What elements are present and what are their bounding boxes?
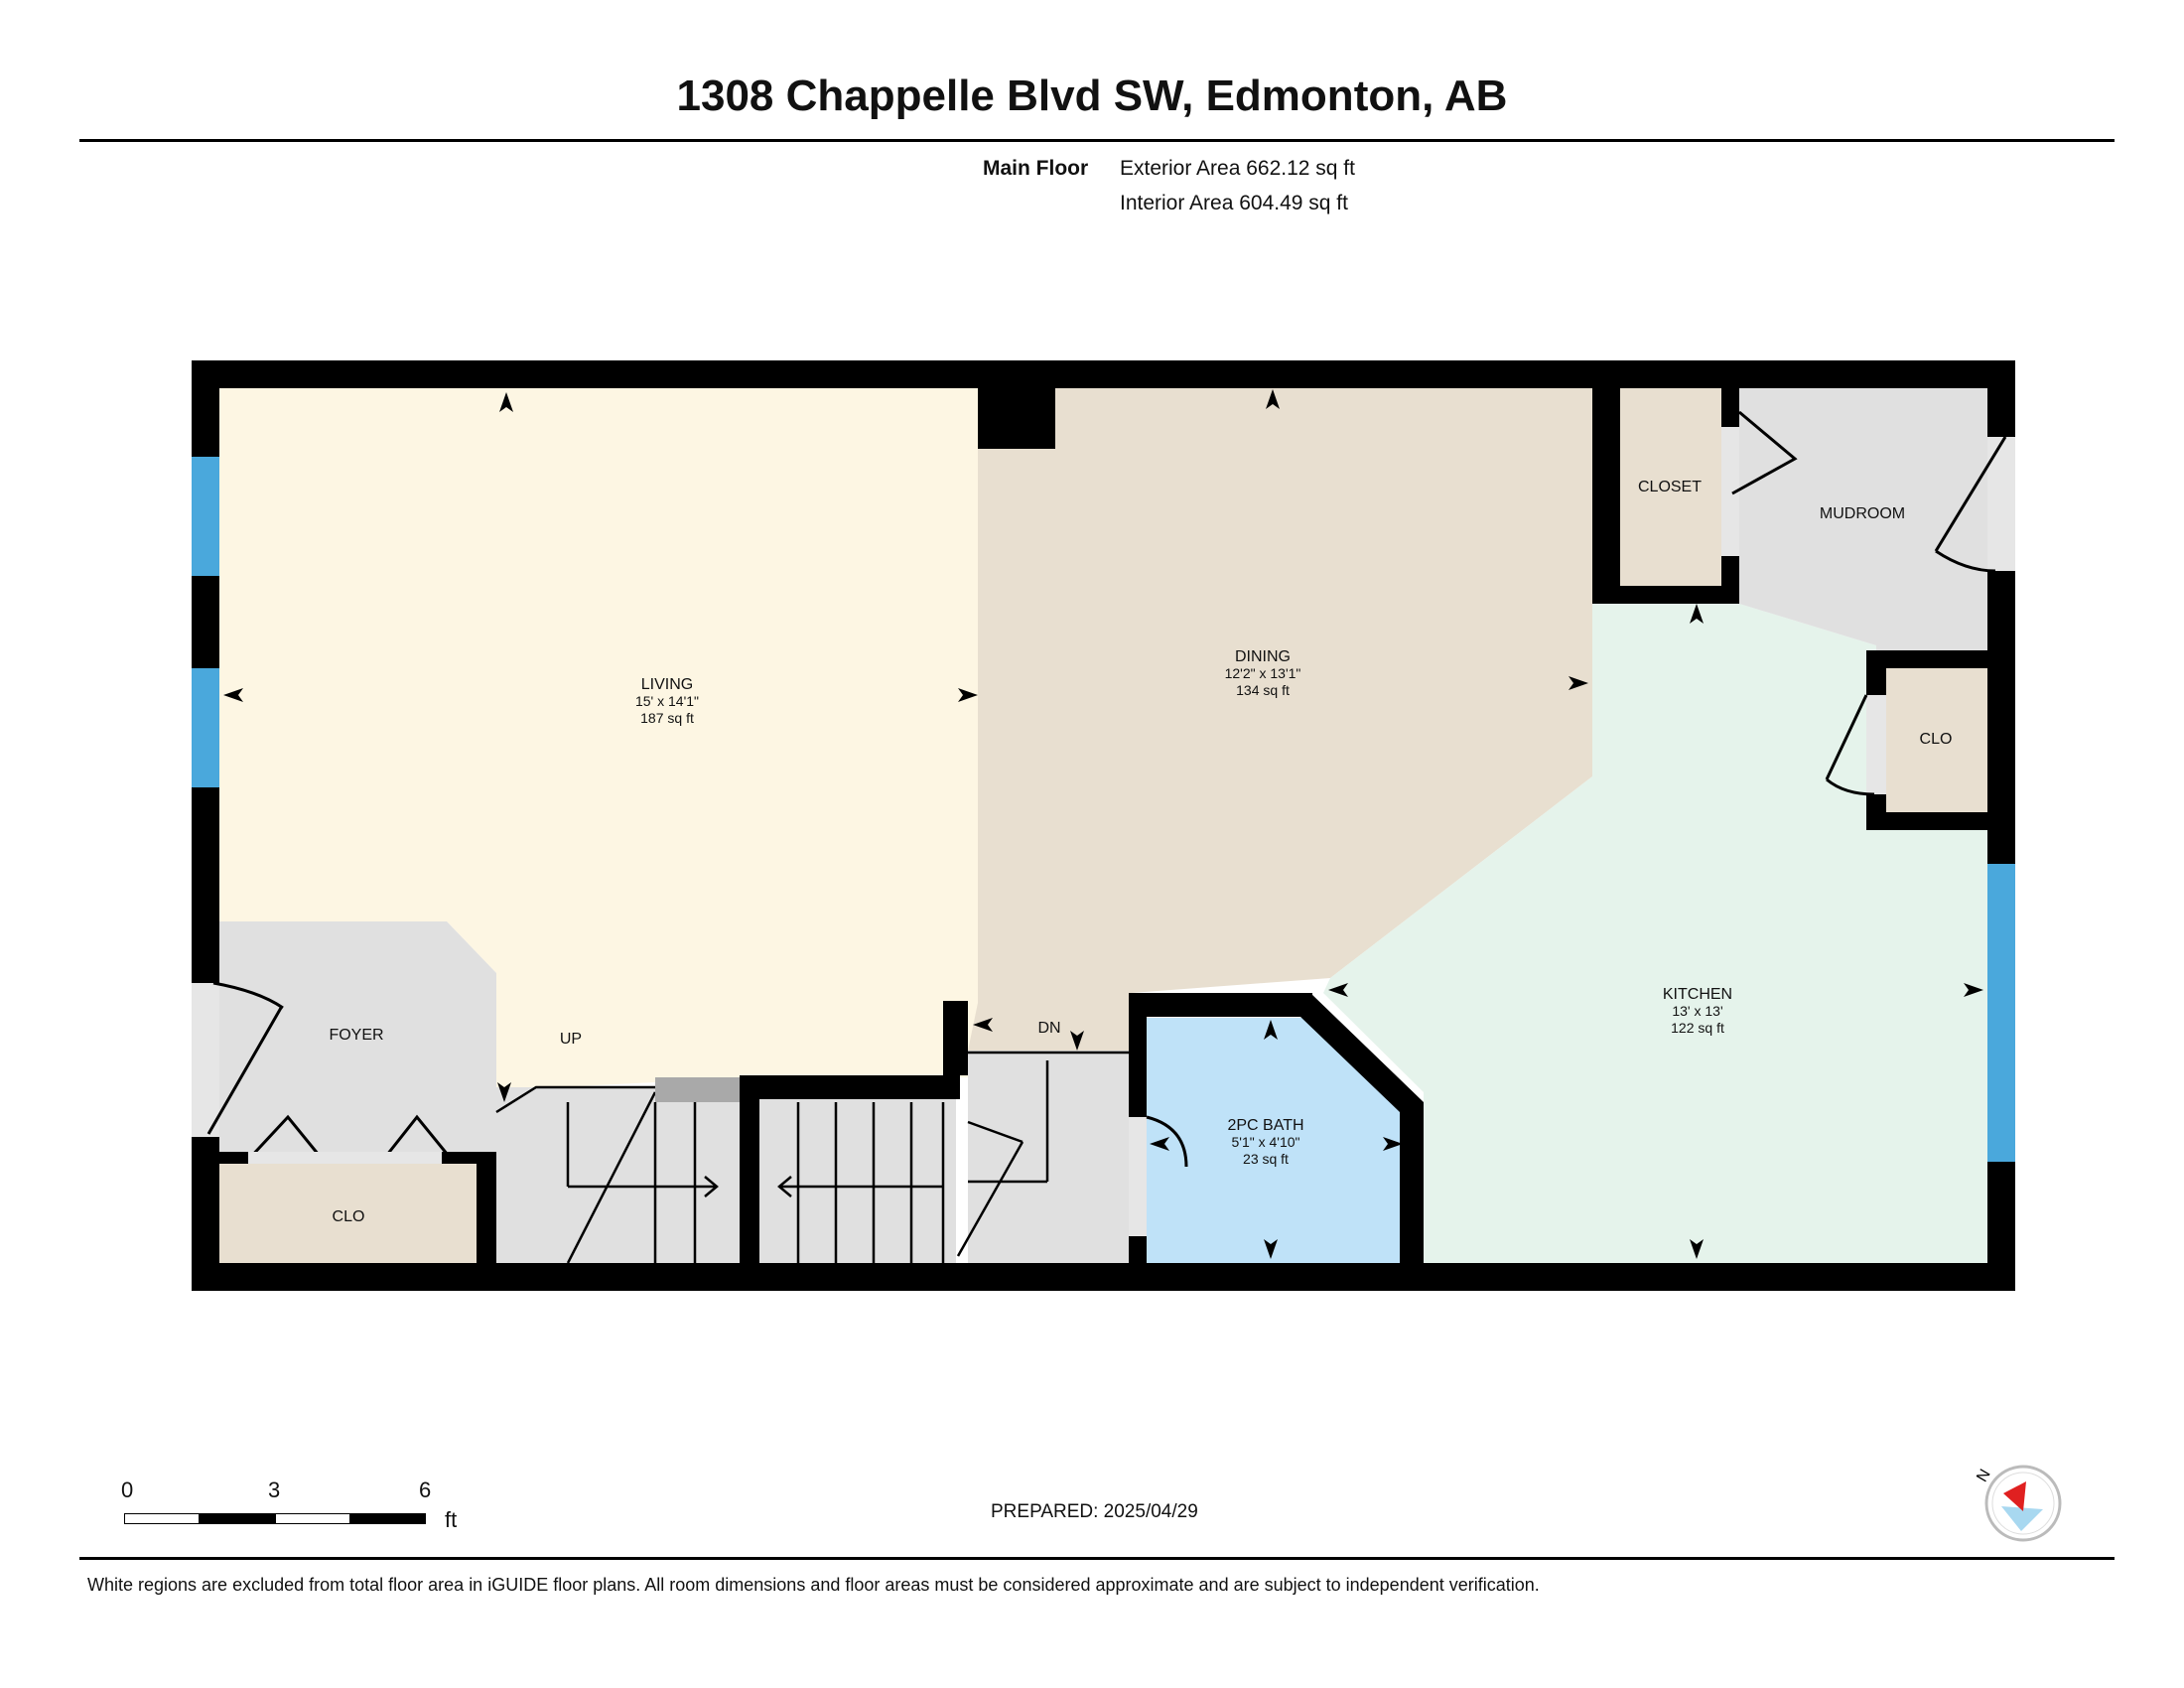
closet-name: CLOSET bbox=[1638, 479, 1702, 495]
arrow-left-icon bbox=[223, 688, 243, 702]
bath-room[interactable] bbox=[1147, 1018, 1408, 1263]
scale-label-0: 0 bbox=[121, 1477, 134, 1502]
floor-name: Main Floor bbox=[983, 157, 1089, 180]
stairs-up-label: UP bbox=[560, 1031, 582, 1048]
scale-label-6: 6 bbox=[419, 1477, 432, 1502]
arrow-right-icon bbox=[1964, 983, 1983, 997]
living-name: LIVING bbox=[641, 676, 693, 693]
kitchen-area: 122 sq ft bbox=[1671, 1020, 1724, 1036]
arrow-down-icon bbox=[1070, 1031, 1084, 1051]
window-east bbox=[1987, 864, 2015, 1162]
scale-bar: 0 3 6 ft bbox=[119, 1477, 477, 1547]
scale-label-3: 3 bbox=[268, 1477, 281, 1502]
mudroom-room[interactable] bbox=[1739, 387, 1987, 658]
bath-dims: 5'1" x 4'10" bbox=[1232, 1134, 1300, 1150]
footer-rule bbox=[79, 1557, 2115, 1560]
exterior-area: Exterior Area 662.12 sq ft bbox=[1120, 157, 1355, 180]
living-area: 187 sq ft bbox=[640, 710, 694, 726]
dining-area: 134 sq ft bbox=[1236, 682, 1290, 698]
room-fills bbox=[218, 387, 1987, 1263]
kitchen-dims: 13' x 13' bbox=[1672, 1003, 1722, 1019]
compass-north-label: N bbox=[1974, 1467, 1994, 1485]
scale-segment bbox=[124, 1513, 200, 1524]
arrow-left-icon bbox=[973, 1018, 993, 1032]
arrow-up-icon bbox=[1264, 1020, 1278, 1040]
scale-unit: ft bbox=[445, 1507, 458, 1532]
prepared-date: PREPARED: 2025/04/29 bbox=[991, 1501, 1198, 1522]
compass-icon: N bbox=[1974, 1465, 2062, 1542]
bath-name: 2PC BATH bbox=[1227, 1117, 1303, 1134]
dining-room[interactable] bbox=[968, 387, 1592, 1051]
clo-kitchen-name: CLO bbox=[1920, 731, 1953, 748]
disclaimer: White regions are excluded from total fl… bbox=[87, 1575, 1540, 1595]
arrow-up-icon bbox=[499, 392, 513, 412]
arrow-right-icon bbox=[1383, 1137, 1403, 1151]
dining-dims: 12'2" x 13'1" bbox=[1225, 665, 1301, 681]
arrow-down-icon bbox=[1264, 1239, 1278, 1259]
scale-segment bbox=[200, 1513, 275, 1524]
doors bbox=[192, 410, 2015, 1236]
stairs-down-label: DN bbox=[1037, 1020, 1060, 1037]
closet-room[interactable] bbox=[1620, 387, 1721, 586]
page-title: 1308 Chappelle Blvd SW, Edmonton, AB bbox=[676, 71, 1508, 120]
window-west-2 bbox=[192, 668, 219, 787]
arrow-down-icon bbox=[1690, 1239, 1704, 1259]
arrow-up-icon bbox=[1266, 389, 1280, 409]
bath-area: 23 sq ft bbox=[1243, 1151, 1289, 1167]
header-rule bbox=[79, 139, 2115, 142]
interior-area: Interior Area 604.49 sq ft bbox=[1120, 192, 1348, 214]
clo-kitchen-room[interactable] bbox=[1886, 668, 1987, 812]
foyer-name: FOYER bbox=[329, 1027, 383, 1044]
clo-foyer-room[interactable] bbox=[218, 1164, 478, 1263]
arrow-down-icon bbox=[497, 1082, 511, 1102]
living-room[interactable] bbox=[218, 387, 978, 1087]
dimension-arrows bbox=[223, 389, 1983, 1259]
arrow-left-icon bbox=[1328, 983, 1348, 997]
stair-area-3 bbox=[968, 1051, 1132, 1263]
scale-segment bbox=[350, 1513, 426, 1524]
kitchen-room[interactable] bbox=[1323, 604, 1987, 1263]
stair-area-2 bbox=[759, 1087, 956, 1263]
room-labels: LIVING 15' x 14'1" 187 sq ft DINING 12'2… bbox=[329, 479, 1952, 1225]
window-west-1 bbox=[192, 457, 219, 576]
kitchen-name: KITCHEN bbox=[1663, 986, 1732, 1003]
stairs bbox=[495, 1051, 1129, 1264]
clo-foyer-name: CLO bbox=[333, 1208, 365, 1225]
foyer-room[interactable] bbox=[218, 921, 496, 1152]
dining-name: DINING bbox=[1235, 648, 1291, 665]
arrow-right-icon bbox=[958, 688, 978, 702]
arrow-up-icon bbox=[1690, 604, 1704, 624]
stair-area-1 bbox=[496, 1087, 750, 1263]
arrow-right-icon bbox=[1569, 676, 1588, 690]
scale-segment bbox=[275, 1513, 350, 1524]
arrow-left-icon bbox=[1150, 1137, 1169, 1151]
mudroom-name: MUDROOM bbox=[1820, 505, 1905, 522]
living-dims: 15' x 14'1" bbox=[635, 693, 699, 709]
windows bbox=[192, 457, 2015, 1162]
